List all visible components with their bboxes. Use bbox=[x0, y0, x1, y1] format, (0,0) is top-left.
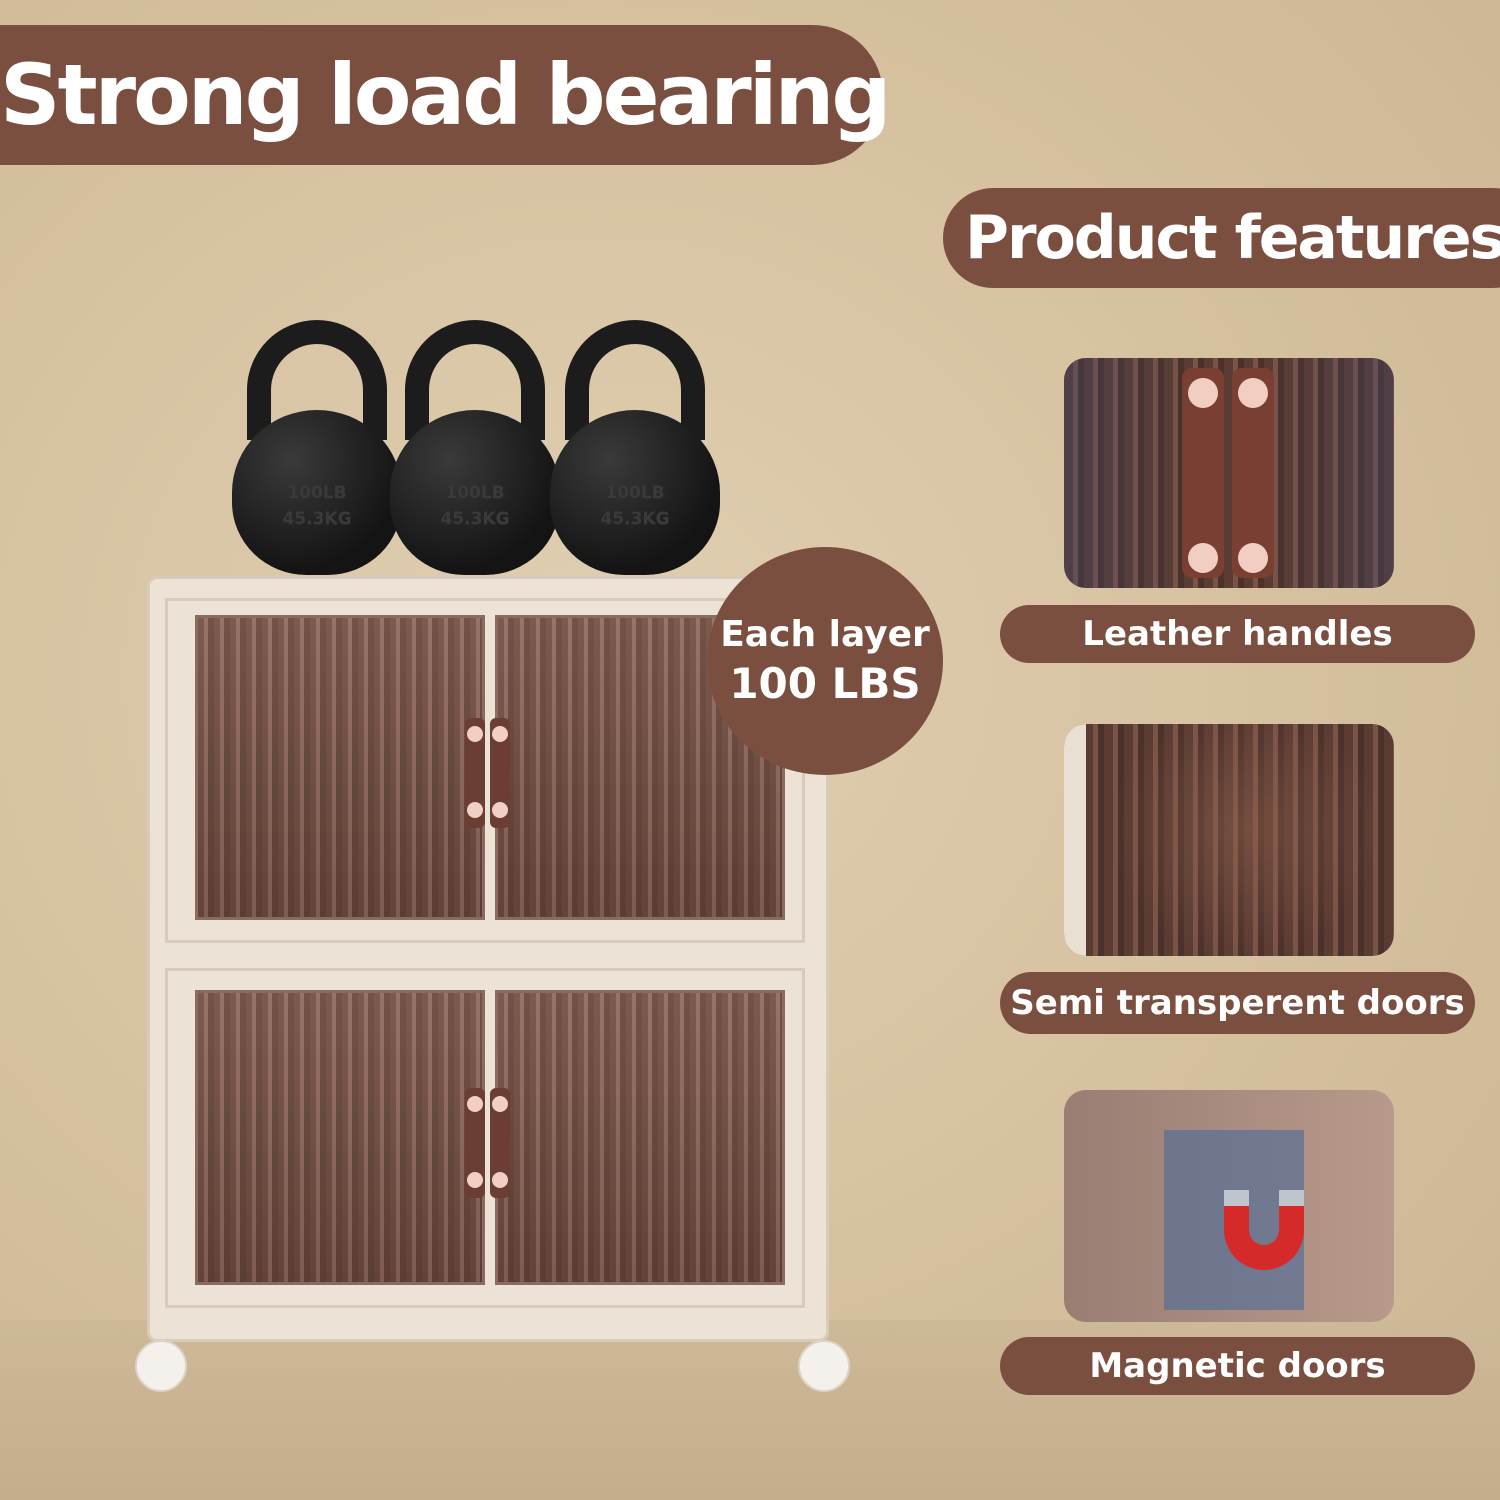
page-title: Strong load bearing bbox=[0, 25, 891, 165]
badge-line-2: 100 LBS bbox=[729, 659, 921, 708]
lower-right-handle bbox=[490, 1088, 510, 1198]
lower-left-door bbox=[195, 990, 485, 1285]
feature-label-magnetic-doors: Magnetic doors bbox=[1000, 1337, 1475, 1395]
upper-right-handle bbox=[490, 718, 510, 828]
leather-handle-icon bbox=[1064, 358, 1394, 588]
magnet-icon bbox=[1064, 1090, 1394, 1322]
wheel-right bbox=[798, 1340, 850, 1392]
upper-left-door bbox=[195, 615, 485, 920]
lower-right-door bbox=[495, 990, 785, 1285]
ribbed-door-icon bbox=[1064, 724, 1394, 956]
upper-left-handle bbox=[465, 718, 485, 828]
feature-label-semi-transparent-doors: Semi transperent doors bbox=[1000, 972, 1475, 1034]
load-capacity-badge: Each layer 100 LBS bbox=[707, 547, 943, 775]
features-heading: Product features bbox=[943, 188, 1500, 288]
badge-line-1: Each layer bbox=[720, 614, 930, 655]
wheel-left bbox=[135, 1340, 187, 1392]
lower-left-handle bbox=[465, 1088, 485, 1198]
feature-label-leather-handles: Leather handles bbox=[1000, 605, 1475, 663]
